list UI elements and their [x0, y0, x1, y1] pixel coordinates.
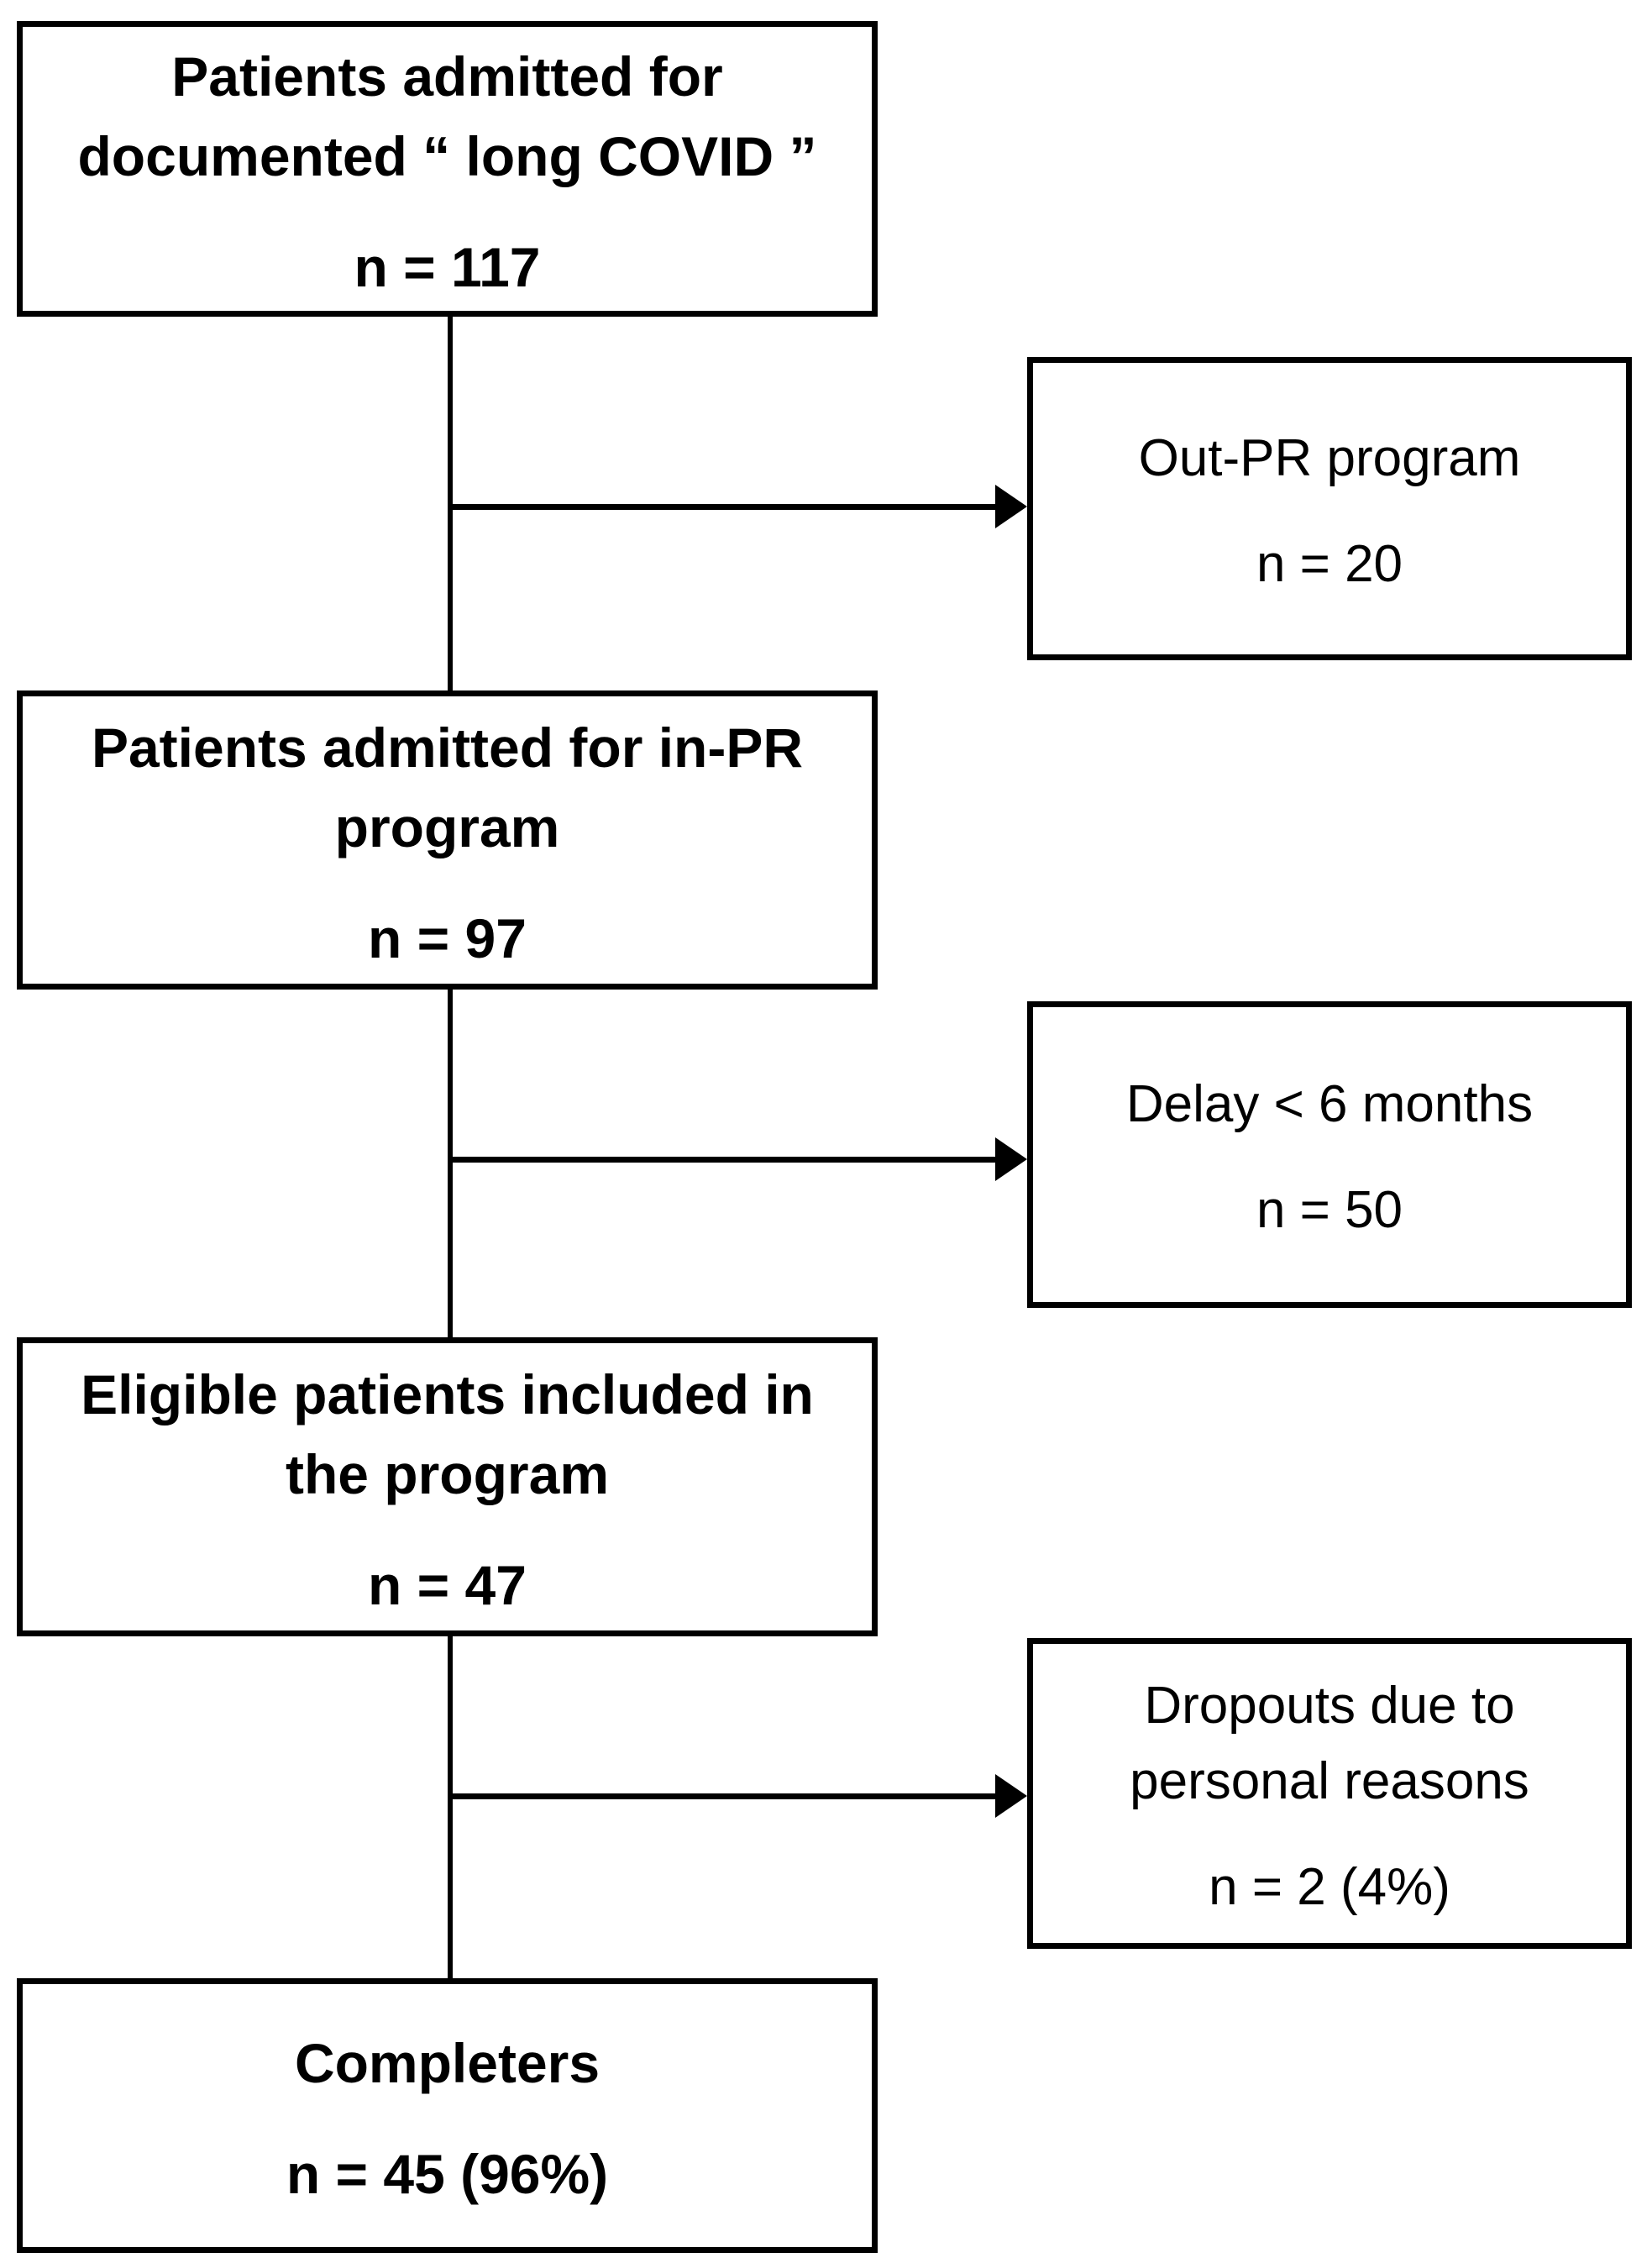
- box-title: Dropouts due to personal reasons: [1130, 1668, 1529, 1819]
- count-label: n = 50: [1256, 1181, 1403, 1240]
- count-label: n = 2 (4%): [1209, 1857, 1450, 1916]
- box-out-pr-program: Out-PR program n = 20: [1027, 357, 1632, 660]
- box-title: Out-PR program: [1139, 421, 1521, 496]
- count-label: n = 20: [1256, 535, 1403, 594]
- box-completers: Completers n = 45 (96%): [17, 1978, 878, 2253]
- box-title-line: documented “ long COVID ”: [77, 125, 817, 188]
- box-title: Eligible patients included in the progra…: [81, 1355, 814, 1515]
- count-label: n = 45 (96%): [286, 2142, 609, 2205]
- count-label: n = 47: [368, 1554, 527, 1617]
- count-label: n = 117: [354, 236, 541, 299]
- box-admitted-long-covid: Patients admitted for documented “ long …: [17, 21, 878, 317]
- connector-line-3: [448, 1636, 453, 1978]
- box-title-line: Completers: [294, 2032, 600, 2095]
- box-title-line: Patients admitted for in-PR: [91, 716, 804, 779]
- box-title: Delay < 6 months: [1126, 1067, 1533, 1142]
- box-title-line: Delay < 6 months: [1125, 1075, 1534, 1134]
- box-title-line: program: [334, 796, 560, 859]
- arrow-to-delay: [450, 1136, 1027, 1183]
- box-dropouts: Dropouts due to personal reasons n = 2 (…: [1027, 1638, 1632, 1949]
- box-title-line: Patients admitted for: [171, 45, 723, 108]
- arrow-line: [450, 1793, 995, 1799]
- box-admitted-in-pr: Patients admitted for in-PR program n = …: [17, 690, 878, 990]
- arrow-to-out-pr: [450, 483, 1027, 530]
- arrowhead-icon: [995, 485, 1027, 528]
- box-title-line: Out-PR program: [1138, 429, 1521, 488]
- arrowhead-icon: [995, 1137, 1027, 1181]
- box-delay-6-months: Delay < 6 months n = 50: [1027, 1001, 1632, 1308]
- box-title-line: personal reasons: [1130, 1751, 1529, 1810]
- arrow-to-dropouts: [450, 1772, 1027, 1819]
- box-title-line: the program: [285, 1443, 610, 1506]
- box-title: Patients admitted for documented “ long …: [77, 37, 816, 197]
- box-title: Patients admitted for in-PR program: [92, 708, 803, 869]
- box-title-line: Dropouts due to: [1144, 1676, 1515, 1735]
- arrowhead-icon: [995, 1774, 1027, 1818]
- box-eligible-included: Eligible patients included in the progra…: [17, 1337, 878, 1636]
- arrow-line: [450, 503, 995, 510]
- box-title-line: Eligible patients included in: [81, 1363, 814, 1426]
- box-title: Completers: [295, 2024, 600, 2104]
- connector-line-2: [448, 990, 453, 1337]
- arrow-line: [450, 1156, 995, 1163]
- count-label: n = 97: [368, 907, 527, 970]
